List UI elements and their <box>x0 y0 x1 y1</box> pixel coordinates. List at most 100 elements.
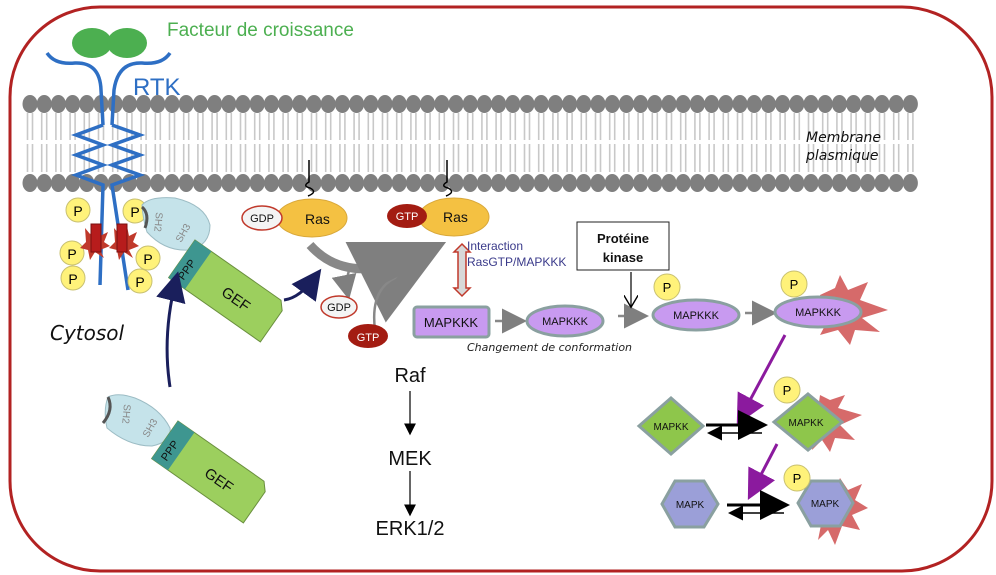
lipid-head <box>278 174 294 192</box>
lipid-head <box>448 174 464 192</box>
lipid-head <box>65 95 81 113</box>
membrane-label-line2: plasmique <box>805 148 879 164</box>
phospho-label: P <box>68 271 77 287</box>
lipid-head <box>22 95 38 113</box>
lipid-head <box>263 95 279 113</box>
lipid-head <box>420 95 436 113</box>
lipid-head <box>235 95 251 113</box>
lipid-head <box>803 95 819 113</box>
lipid-head <box>207 174 223 192</box>
lipid-head <box>320 95 336 113</box>
gtp-label: GTP <box>396 211 419 223</box>
gdp-gtp-exchange-arrow <box>306 241 447 323</box>
mek-label: MEK <box>388 448 432 470</box>
lipid-head <box>533 95 549 113</box>
cell-border <box>8 5 994 573</box>
lipid-head <box>164 95 180 113</box>
mapkkk-conformational <box>525 304 605 338</box>
lipid-head <box>434 95 450 113</box>
ras-gtp-anchor <box>443 160 453 197</box>
recruitment-arrow <box>156 271 186 388</box>
lipid-head <box>803 174 819 192</box>
phospho-label: P <box>793 471 802 486</box>
mapk-active <box>796 479 855 528</box>
gtp-on-ras <box>387 204 427 228</box>
mapkkk-inactive <box>412 305 491 339</box>
phospho-label: P <box>67 246 76 262</box>
lipid-head <box>263 174 279 192</box>
mapkk-label: MAPKK <box>653 422 688 433</box>
lipid-head <box>448 95 464 113</box>
raf-label: Raf <box>394 365 426 387</box>
lipid-head <box>831 174 847 192</box>
lipid-head <box>505 174 521 192</box>
lipid-head <box>576 95 592 113</box>
protein-kinase-box <box>576 221 670 271</box>
lipid-head <box>618 95 634 113</box>
lipid-head <box>79 95 95 113</box>
free-gdp <box>320 295 358 319</box>
mapkkk-phosphorylated <box>651 298 741 332</box>
lipid-head <box>689 174 705 192</box>
lipid-head <box>207 95 223 113</box>
mapkkk-label: MAPKKK <box>424 315 479 330</box>
mapkk-label: MAPKK <box>788 418 823 429</box>
phospho-label: P <box>783 383 792 398</box>
lipid-head <box>320 174 336 192</box>
lipid-head <box>775 95 791 113</box>
erk-label: ERK1/2 <box>376 518 445 540</box>
sh2-label: SH2 <box>151 212 164 233</box>
lipid-head <box>292 95 308 113</box>
lipid-head <box>732 95 748 113</box>
lipid-head <box>50 174 66 192</box>
gdp-release-arrow <box>331 267 357 300</box>
lipid-head <box>874 95 890 113</box>
lipid-head <box>36 95 52 113</box>
growth-factor-left <box>72 28 112 58</box>
lipid-head <box>533 174 549 192</box>
lipid-head <box>306 95 322 113</box>
lipid-head <box>888 95 904 113</box>
cytosol-label: Cytosol <box>50 321 125 345</box>
mapk-label: MAPK <box>676 500 705 511</box>
bound-gef: PPP GEF <box>167 239 283 343</box>
protein-kinase-label-line2: kinase <box>603 250 643 265</box>
lipid-head <box>902 95 918 113</box>
growth-factor-label: Facteur de croissance <box>167 20 354 41</box>
lipid-head <box>334 174 350 192</box>
lipid-head <box>405 95 421 113</box>
lipid-head <box>661 95 677 113</box>
lipid-head <box>831 95 847 113</box>
interaction-label-line1: Interaction <box>467 239 523 253</box>
phospho-label: P <box>790 277 799 292</box>
lipid-head <box>661 174 677 192</box>
lipid-head <box>349 174 365 192</box>
lipid-head <box>576 174 592 192</box>
lipid-head <box>732 174 748 192</box>
lipid-head <box>249 174 265 192</box>
lipid-head <box>391 174 407 192</box>
lipid-head <box>462 95 478 113</box>
lipid-head <box>420 174 436 192</box>
lipid-head <box>476 95 492 113</box>
lipid-head <box>235 174 251 192</box>
protein-kinase-label-line1: Protéine <box>597 231 649 246</box>
lipid-head <box>590 174 606 192</box>
mapk-inactive <box>660 479 720 529</box>
lipid-head <box>221 95 237 113</box>
lipid-head <box>377 174 393 192</box>
lipid-head <box>462 174 478 192</box>
lipid-head <box>150 95 166 113</box>
lipid-head <box>590 95 606 113</box>
lipid-head <box>760 174 776 192</box>
lipid-head <box>846 174 862 192</box>
lipid-head <box>817 95 833 113</box>
lipid-head <box>50 95 66 113</box>
mapkk-active <box>771 392 845 452</box>
lipid-head <box>775 174 791 192</box>
mapk-phosphate <box>783 464 811 492</box>
lipid-head <box>22 174 38 192</box>
lipid-head <box>121 95 137 113</box>
lipid-head <box>377 95 393 113</box>
lipid-head <box>150 174 166 192</box>
